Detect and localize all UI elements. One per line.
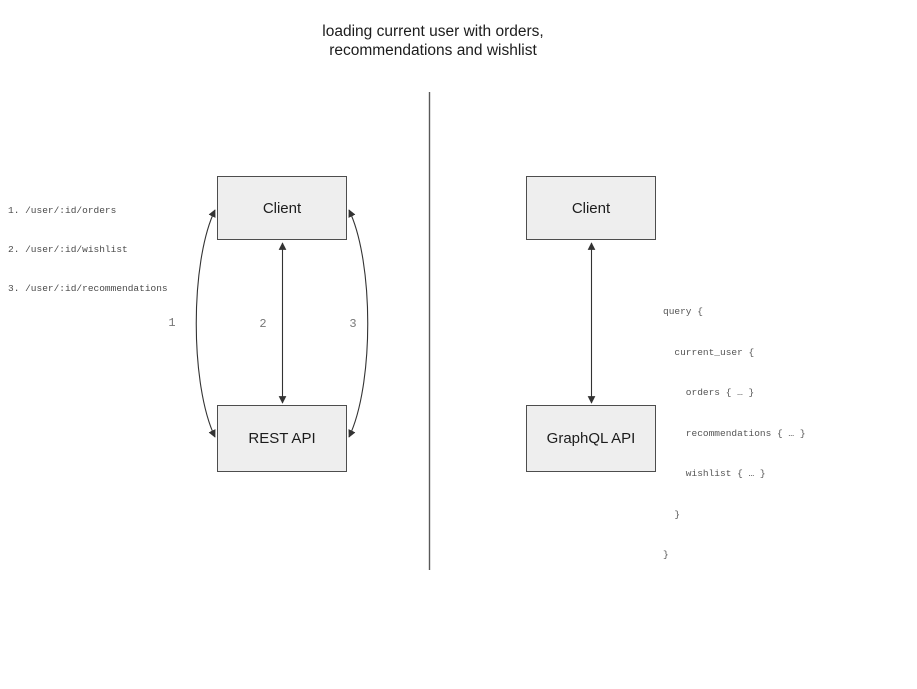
diagram-title: loading current user with orders, recomm… [322,23,544,59]
rest-arrow-label-1: 1 [168,316,176,330]
rest-api-box: REST API [217,405,347,472]
rest-arrow-label-2: 2 [259,317,267,331]
rest-arrow-3 [348,209,369,438]
rest-endpoint-orders: 1. /user/:id/orders [8,205,117,216]
query-line: recommendations { … } [663,427,806,439]
graphql-api-label: GraphQL API [546,430,636,447]
rest-endpoint-wishlist: 2. /user/:id/wishlist [8,244,128,255]
rest-arrow-label-3: 3 [349,317,357,331]
rest-client-box: Client [217,176,347,240]
graphql-client-box: Client [526,176,656,240]
query-line: } [663,508,681,520]
rest-client-label: Client [262,199,302,217]
query-line: } [663,549,669,560]
graphql-api-box: GraphQL API [526,405,656,472]
graphql-query-block: query { current_user { orders { … } reco… [663,278,806,589]
rest-api-label: REST API [248,430,316,447]
rest-endpoint-recommendations: 3. /user/:id/recommendations [8,283,168,294]
graphql-client-label: Client [571,199,611,217]
query-line: query { [663,306,703,317]
rest-arrow-1 [195,209,216,438]
query-line: wishlist { … } [663,468,766,479]
query-line: orders { … } [663,387,755,398]
rest-endpoint-list: 1. /user/:id/orders 2. /user/:id/wishlis… [8,178,168,321]
query-line: current_user { [663,346,755,358]
